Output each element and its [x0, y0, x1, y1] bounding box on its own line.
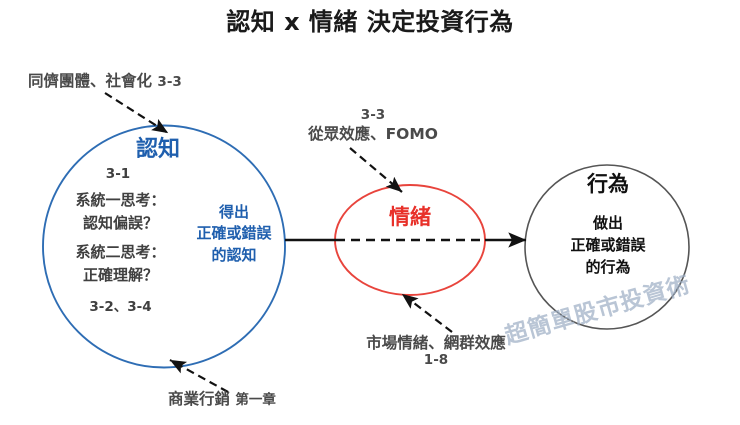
cognition-body: 系統一思考： 認知偏誤？ 系統二思考： 正確理解？	[48, 189, 193, 286]
annotation-market-sentiment: 市場情緒、網群效應 1-8	[336, 334, 536, 369]
cognition-body-line3: 系統二思考：	[75, 243, 166, 261]
cognition-output-line2: 正確或錯誤	[196, 224, 272, 243]
annotation-peer-group-text: 同儕團體、社會化	[28, 72, 153, 90]
annotation-marketing-ref: 第一章	[235, 392, 276, 408]
arrow-marketing-to-cognition	[169, 359, 229, 393]
behaviour-body-line1: 做出	[592, 214, 623, 232]
annotation-herd-effect-ref: 3-3	[360, 107, 386, 123]
annotation-peer-group-ref: 3-3	[157, 74, 182, 90]
arrow-herd-to-emotion	[349, 147, 403, 193]
annotation-peer-group: 同儕團體、社會化 3-3	[28, 72, 182, 91]
arrow-peer-to-cognition	[104, 92, 169, 134]
behaviour-body: 做出 正確或錯誤 的行為	[540, 213, 676, 278]
cognition-body-line1: 系統一思考：	[75, 191, 166, 209]
arrow-market-to-emotion	[401, 293, 453, 333]
behaviour-body-line3: 的行為	[585, 257, 631, 276]
annotation-herd-effect-text: 從眾效應、FOMO	[308, 124, 438, 143]
emotion-heading: 情緒	[389, 205, 431, 229]
cognition-output: 得出 正確或錯誤 的認知	[178, 202, 290, 266]
annotation-marketing-text: 商業行銷	[168, 390, 231, 408]
annotation-marketing: 商業行銷 第一章	[168, 390, 276, 409]
behaviour-heading: 行為	[587, 172, 629, 196]
cognition-output-line1: 得出	[218, 203, 249, 221]
annotation-market-sentiment-text: 市場情緒、網群效應	[366, 334, 506, 352]
cognition-body-line2: 認知偏誤？	[82, 213, 158, 232]
cognition-ref-top: 3-1	[105, 166, 131, 182]
annotation-market-sentiment-ref: 1-8	[423, 352, 449, 369]
annotation-herd-effect: 3-3 從眾效應、FOMO	[283, 107, 463, 143]
page-title: 認知 x 情緒 決定投資行為	[226, 8, 514, 36]
cognition-output-line3: 的認知	[211, 245, 257, 264]
behaviour-body-line2: 正確或錯誤	[570, 235, 646, 254]
cognition-heading: 認知	[135, 137, 180, 162]
cognition-body-line4: 正確理解？	[82, 265, 158, 284]
cognition-ref-bottom: 3-2、3-4	[89, 299, 152, 315]
